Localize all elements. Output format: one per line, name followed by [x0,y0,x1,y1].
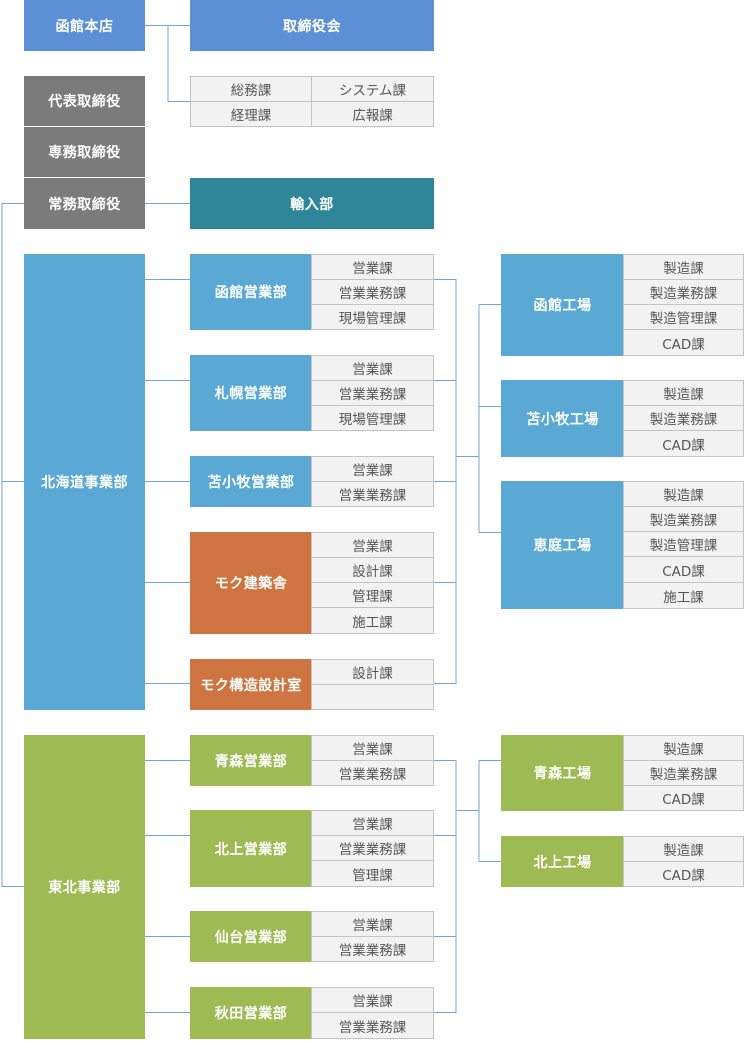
section-cell: 営業課 [311,810,434,836]
section-cell: 製造課 [623,254,744,280]
connector-exec-spine [1,203,24,887]
section-cell: 設計課 [311,557,434,583]
section-cell: 製造管理課 [623,304,744,330]
section-cell: 製造業務課 [623,760,744,786]
section-cell: 営業業務課 [311,835,434,861]
section-cell: 営業業務課 [311,936,434,962]
section-cell: 営業課 [311,456,434,482]
office-box-sendai: 仙台営業部 [190,911,312,962]
section-cell: 営業課 [311,987,434,1013]
section-cell: 管理課 [311,582,434,608]
section-cell: 設計課 [311,659,434,685]
section-cell: 営業業務課 [311,760,434,786]
executive-box: 専務取締役 [24,127,145,178]
factory-box-aomori: 青森工場 [501,735,624,811]
factory-box-eniwa: 恵庭工場 [501,481,624,609]
office-box-kitakami: 北上営業部 [190,810,312,887]
section-cell: 営業業務課 [311,1012,434,1039]
hq-box: 函館本店 [24,0,145,51]
section-cell: 製造課 [623,481,744,507]
board-dept-cell: 広報課 [311,101,434,127]
section-cell: 施工課 [311,607,434,634]
board-dept-cell: 経理課 [190,101,312,127]
section-cell: 現場管理課 [311,304,434,330]
section-cell: 営業業務課 [311,279,434,305]
executive-box: 代表取締役 [24,76,145,127]
factory-box-kitakami: 北上工場 [501,836,624,887]
import-dept-box: 輸入部 [190,178,434,229]
factory-box-hakodate: 函館工場 [501,254,624,356]
office-box-moku-kozo: モク構造設計室 [190,659,312,710]
connector-hk-office-spine [434,279,457,684]
section-cell: CAD課 [623,329,744,356]
section-cell: 現場管理課 [311,405,434,431]
office-box-aomori: 青森営業部 [190,735,312,786]
section-cell: 営業課 [311,735,434,761]
section-cell: CAD課 [623,556,744,583]
section-cell: 営業課 [311,254,434,280]
connector-board-depts [167,25,190,102]
section-cell: 営業課 [311,532,434,558]
section-cell: CAD課 [623,861,744,887]
office-box-hakodate: 函館営業部 [190,254,312,330]
factory-box-tomakomai: 苫小牧工場 [501,380,624,457]
section-cell: 製造業務課 [623,279,744,305]
section-cell: 管理課 [311,860,434,887]
board-dept-cell: 総務課 [190,76,312,102]
section-cell: CAD課 [623,785,744,811]
section-cell: 製造課 [623,735,744,761]
section-cell: CAD課 [623,430,744,457]
section-cell: 製造課 [623,836,744,862]
section-cell: 営業課 [311,355,434,381]
hokkaido-division-box: 北海道事業部 [24,254,145,710]
tohoku-division-box: 東北事業部 [24,735,145,1039]
section-cell: 製造業務課 [623,506,744,532]
board-box: 取締役会 [190,0,434,51]
section-cell: 営業課 [311,911,434,937]
section-cell: 製造管理課 [623,531,744,557]
connector-th-office-spine [434,760,457,1013]
section-cell: 施工課 [623,582,744,609]
office-box-tomakomai: 苫小牧営業部 [190,456,312,507]
office-box-moku-kenchikusha: モク建築舎 [190,532,312,634]
executive-box: 常務取締役 [24,178,145,229]
section-cell: 営業業務課 [311,481,434,507]
section-cell-empty [311,684,434,710]
section-cell: 営業業務課 [311,380,434,406]
section-cell: 製造業務課 [623,405,744,431]
office-box-sapporo: 札幌営業部 [190,355,312,431]
section-cell: 製造課 [623,380,744,406]
board-dept-cell: システム課 [311,76,434,102]
office-box-akita: 秋田営業部 [190,987,312,1039]
